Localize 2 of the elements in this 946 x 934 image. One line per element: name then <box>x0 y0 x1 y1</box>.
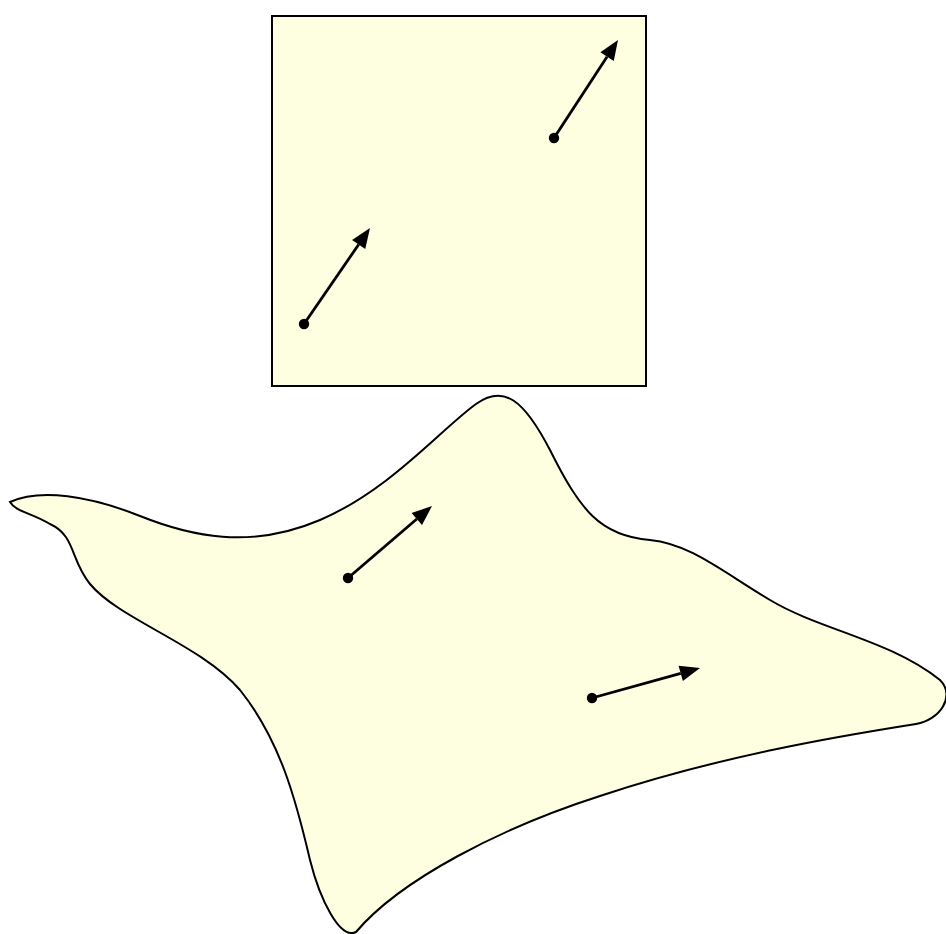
curved-surface <box>9 394 946 934</box>
square-plane <box>271 15 647 387</box>
